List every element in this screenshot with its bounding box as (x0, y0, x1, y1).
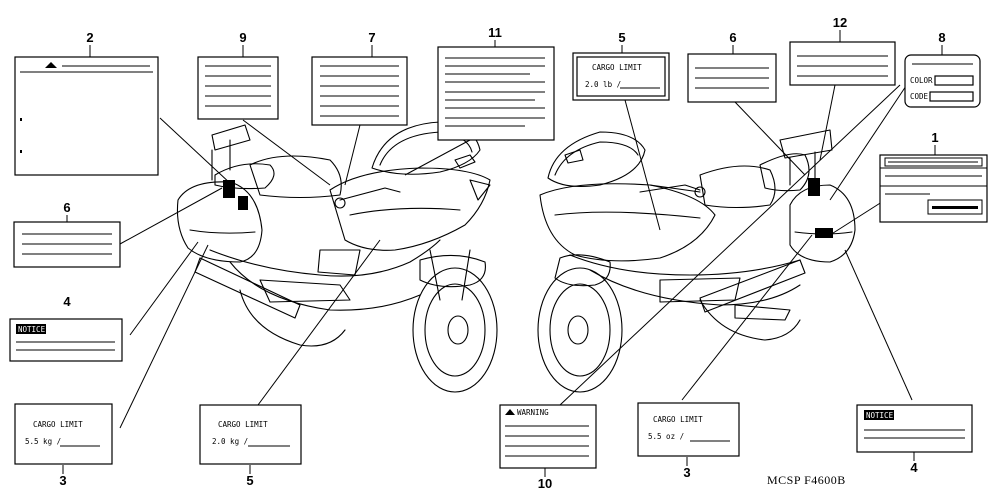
label-1[interactable]: 1 (879, 130, 988, 223)
callout-number: 11 (488, 25, 502, 40)
callout-number: 12 (833, 15, 847, 30)
label-4-right[interactable]: 4 NOTICE (856, 404, 973, 475)
cargo-value-text: 5.5 oz / (648, 432, 684, 441)
label-4-left[interactable]: 4 NOTICE (9, 294, 123, 362)
label-6-left[interactable]: 6 (13, 200, 121, 268)
cargo-limit-text: CARGO LIMIT (592, 63, 642, 72)
color-text: COLOR (910, 76, 933, 85)
label-mark (808, 178, 820, 196)
callout-number: 6 (729, 30, 736, 45)
label-11[interactable]: 11 (437, 25, 555, 141)
label-mark (815, 228, 833, 238)
cargo-value-text: 2.0 kg / (212, 437, 248, 446)
leader-lines (119, 79, 913, 429)
cargo-value-text: 5.5 kg / (25, 437, 61, 446)
callout-number: 3 (59, 473, 66, 488)
warning-text: WARNING (517, 408, 549, 417)
diagram-code: MCSP F4600B (767, 473, 846, 487)
motorcycle-left-view (176, 121, 498, 393)
callout-number: 9 (239, 30, 246, 45)
callout-number: 5 (246, 473, 253, 488)
callout-number: 6 (63, 200, 70, 215)
code-text: CODE (910, 92, 929, 101)
warning-triangle-icon (505, 409, 515, 415)
callout-number: 5 (618, 30, 625, 45)
callout-number: 8 (938, 30, 945, 45)
warning-triangle-icon (45, 62, 57, 68)
callout-number: 2 (86, 30, 93, 45)
motorcycle-right-view (537, 129, 856, 393)
label-2[interactable]: 2 (14, 30, 159, 176)
label-7[interactable]: 7 (311, 30, 408, 126)
cargo-value-text: 2.0 lb / (585, 80, 621, 89)
label-5-top[interactable]: 5 CARGO LIMIT 2.0 lb / (572, 30, 670, 101)
label-5-bottom[interactable]: 5 CARGO LIMIT 2.0 kg / (199, 404, 302, 488)
label-3-right[interactable]: 3 CARGO LIMIT 5.5 oz / (637, 402, 740, 480)
cargo-limit-text: CARGO LIMIT (653, 415, 703, 424)
callout-number: 1 (931, 130, 938, 145)
callout-number: 4 (910, 460, 918, 475)
label-3-left[interactable]: 3 CARGO LIMIT 5.5 kg / (14, 403, 113, 488)
cargo-limit-text: CARGO LIMIT (33, 420, 83, 429)
callout-number: 7 (368, 30, 375, 45)
callout-number: 3 (683, 465, 690, 480)
label-10[interactable]: 10 WARNING (499, 404, 597, 491)
label-mark (223, 180, 235, 198)
label-6-top[interactable]: 6 (687, 30, 777, 103)
callout-number: 4 (63, 294, 71, 309)
label-9[interactable]: 9 (197, 30, 279, 120)
callout-number: 10 (538, 476, 552, 491)
notice-text: NOTICE (866, 411, 894, 420)
label-8[interactable]: 8 COLOR CODE (904, 30, 981, 108)
label-12[interactable]: 12 (789, 15, 896, 86)
label-mark (238, 196, 248, 210)
cargo-limit-text: CARGO LIMIT (218, 420, 268, 429)
notice-text: NOTICE (18, 325, 46, 334)
